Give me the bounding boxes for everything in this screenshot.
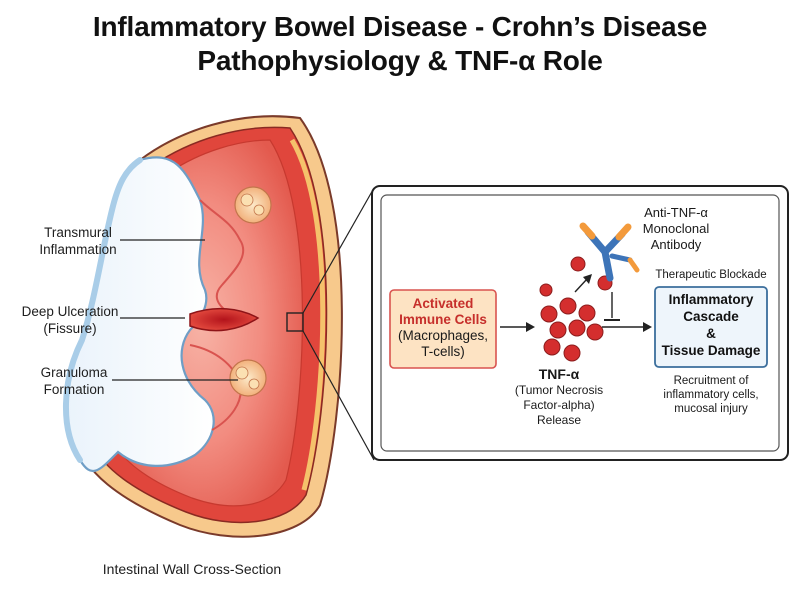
- serosa-edge: [63, 157, 143, 463]
- arrow-tnf-to-antibody-head: [583, 274, 592, 284]
- cascade-box: [654, 286, 768, 368]
- tnf-detail-1: (Tumor Necrosis: [514, 383, 604, 397]
- immune-detail-1: (Macrophages,: [397, 328, 489, 343]
- tnf-label: TNF-α (Tumor Necrosis Factor-alpha) Rele…: [512, 366, 606, 428]
- immune-detail-2: T-cells): [421, 344, 465, 359]
- immune-title-2: Immune Cells: [399, 312, 487, 327]
- label-transmural-inflammation: Transmural Inflammation: [30, 224, 126, 258]
- mucosal-fold: [199, 199, 245, 319]
- antibody-line-3: Antibody: [650, 237, 702, 252]
- immune-cells-box: [389, 289, 497, 369]
- tnf-title: TNF-α: [538, 366, 580, 382]
- cascade-line-3: &: [706, 326, 716, 341]
- outcome-label: Recruitment of inflammatory cells, mucos…: [644, 374, 778, 416]
- label-transmural-line1: Transmural: [44, 225, 112, 240]
- outcome-line-3: mucosal injury: [674, 403, 748, 415]
- title-line-1: Inflammatory Bowel Disease - Crohn’s Dis…: [92, 11, 708, 42]
- label-ulcer-line2: (Fissure): [43, 321, 97, 336]
- page-title: Inflammatory Bowel Disease - Crohn’s Dis…: [0, 10, 800, 78]
- zoom-marker: [286, 312, 304, 332]
- intestinal-wall-cross-section: [63, 115, 343, 538]
- cascade-line-2: Cascade: [683, 309, 739, 324]
- tnf-detail-2: Factor-alpha): [523, 398, 595, 412]
- arrow-tnf-to-antibody: [574, 278, 588, 293]
- arrow-tnf-to-cascade-head: [643, 322, 652, 332]
- granuloma-bottom: [229, 359, 267, 397]
- immune-title-1: Activated: [412, 296, 474, 311]
- antibody-label: Anti-TNF-α Monoclonal Antibody: [630, 205, 722, 253]
- deep-ulcer-fissure: [189, 307, 260, 332]
- cascade-line-4: Tissue Damage: [661, 343, 761, 358]
- arrow-immune-to-tnf-head: [526, 322, 535, 332]
- tnf-molecule: [570, 256, 586, 272]
- antibody-line-2: Monoclonal: [642, 221, 710, 236]
- outcome-line-2: inflammatory cells,: [663, 389, 759, 401]
- cross-section-caption: Intestinal Wall Cross-Section: [102, 561, 282, 577]
- label-granuloma-line2: Formation: [43, 382, 105, 397]
- label-granuloma-formation: Granuloma Formation: [30, 364, 118, 398]
- zoom-connector-bottom: [302, 330, 375, 461]
- fat-streak: [289, 138, 326, 491]
- label-ulcer-line1: Deep Ulceration: [21, 304, 119, 319]
- cascade-line-1: Inflammatory: [668, 292, 754, 307]
- therapeutic-blockade-label: Therapeutic Blockade: [655, 269, 767, 281]
- title-line-2: Pathophysiology & TNF-α Role: [197, 45, 603, 76]
- label-granuloma-line1: Granuloma: [40, 365, 108, 380]
- tnf-molecule-cluster: [539, 283, 604, 362]
- tnf-detail-3: Release: [536, 413, 582, 427]
- label-transmural-line2: Inflammation: [39, 242, 117, 257]
- cascade-label: Inflammatory Cascade & Tissue Damage: [655, 291, 767, 359]
- zoom-connector-top: [302, 187, 375, 314]
- immune-cells-label: Activated Immune Cells (Macrophages, T-c…: [390, 296, 496, 360]
- antibody-icon: [579, 222, 640, 282]
- label-deep-ulceration: Deep Ulceration (Fissure): [10, 303, 130, 337]
- outcome-line-1: Recruitment of: [673, 375, 749, 387]
- antibody-line-1: Anti-TNF-α: [644, 205, 708, 220]
- granuloma-top: [234, 186, 272, 224]
